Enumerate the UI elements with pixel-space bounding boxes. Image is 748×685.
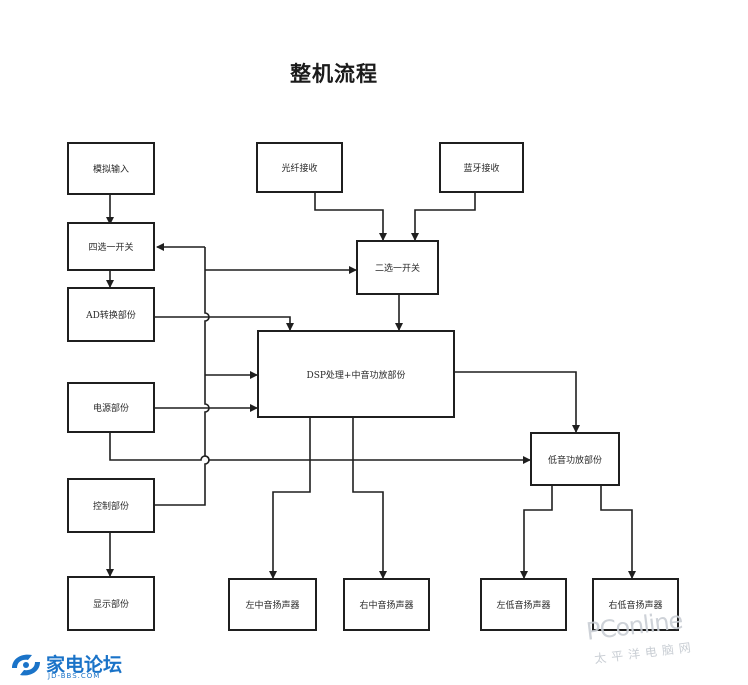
box-power: 电源部份	[67, 382, 155, 433]
forum-url: JD-BBS.COM	[48, 672, 101, 680]
arrow-ad-to-dsp	[155, 316, 294, 331]
box-optical-receive: 光纤接收	[256, 142, 343, 193]
forum-name: 家电论坛	[46, 654, 123, 676]
box-two-select-switch: 二选一开关	[356, 240, 439, 295]
control-bus-line	[155, 247, 210, 506]
box-left-mid-speaker: 左中音扬声器	[228, 578, 317, 631]
box-display: 显示部份	[67, 576, 155, 631]
arrow-bass-amp-to-right-bass	[600, 486, 636, 579]
arrow-dsp-to-left-mid	[269, 418, 311, 579]
arrow-dsp-to-bass-amp	[455, 371, 580, 433]
forum-logo-icon	[12, 654, 40, 676]
box-left-bass-speaker: 左低音扬声器	[480, 578, 567, 631]
box-bluetooth-receive: 蓝牙接收	[439, 142, 524, 193]
arrow-dsp-to-right-mid	[352, 418, 387, 579]
box-control: 控制部份	[67, 478, 155, 533]
arrow-optical-to-two-select	[314, 193, 387, 241]
box-four-select-switch: 四选一开关	[67, 222, 155, 271]
box-dsp-mid-amp: DSP处理+中音功放部份	[257, 330, 455, 418]
arrow-bluetooth-to-two-select	[411, 193, 476, 241]
box-analog-input: 模拟输入	[67, 142, 155, 195]
arrow-bass-amp-to-left-bass	[520, 486, 553, 579]
arrow-power-to-bass-amp	[109, 433, 531, 464]
diagram-title: 整机流程	[290, 61, 378, 86]
box-right-bass-speaker: 右低音扬声器	[592, 578, 679, 631]
box-ad-convert: AD转换部份	[67, 287, 155, 342]
box-bass-amp: 低音功放部份	[530, 432, 620, 486]
forum-logo: 家电论坛 JD-BBS.COM	[4, 650, 174, 684]
box-right-mid-speaker: 右中音扬声器	[343, 578, 430, 631]
